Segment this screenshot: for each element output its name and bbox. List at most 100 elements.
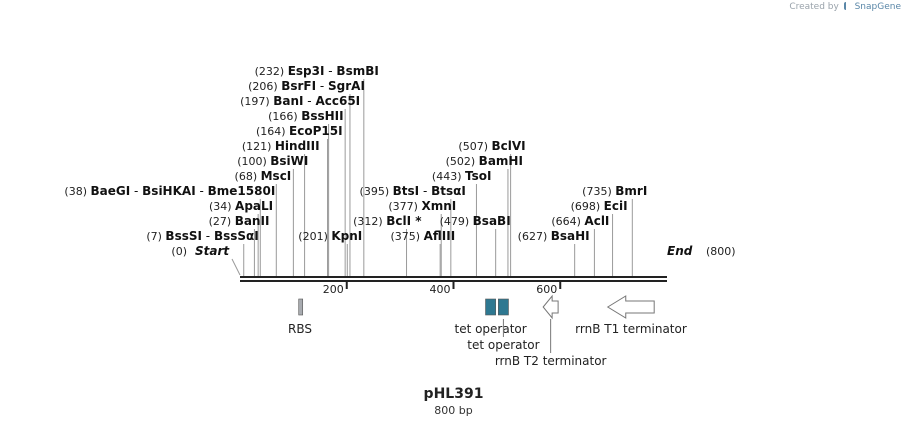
site-labels: (7) BssSI - BssSαI(27) BanII(34) ApaLI(3…	[64, 64, 647, 243]
site-enzyme-name: HindIII	[275, 139, 320, 153]
site-enzyme-name: BamHI	[479, 154, 523, 168]
site-label[interactable]: (502) BamHI	[446, 154, 523, 168]
site-label[interactable]: (375) AflIII	[391, 229, 456, 243]
site-label[interactable]: (443) TsoI	[432, 169, 492, 183]
site-label[interactable]: (7) BssSI - BssSαI	[146, 229, 258, 243]
site-enzyme-name: BaeGI	[90, 184, 130, 198]
site-enzyme-name: BsmBI	[336, 64, 378, 78]
plasmid-length: 800 bp	[434, 404, 473, 417]
start-connector	[231, 258, 241, 276]
site-enzyme-name: BsiHKAI	[142, 184, 196, 198]
feature-arrow[interactable]	[606, 295, 655, 319]
site-enzyme-name: BsaHI	[551, 229, 590, 243]
site-position: (664)	[551, 215, 584, 228]
site-enzyme-name: Esp3I	[288, 64, 325, 78]
site-position: (507)	[458, 140, 491, 153]
feature-box[interactable]	[498, 298, 509, 316]
site-separator: -	[196, 184, 208, 198]
site-position: (443)	[432, 170, 465, 183]
site-label[interactable]: (698) EciI	[571, 199, 628, 213]
site-label[interactable]: (664) AclI	[551, 214, 609, 228]
site-label[interactable]: (232) Esp3I - BsmBI	[255, 64, 379, 78]
end-position: (800)	[706, 245, 736, 258]
site-label[interactable]: (121) HindIII	[242, 139, 320, 153]
site-enzyme-name: BanI	[273, 94, 303, 108]
site-position: (312)	[353, 215, 386, 228]
site-enzyme-name: MscI	[261, 169, 292, 183]
feature-label: tet operator	[467, 338, 539, 352]
site-label[interactable]: (479) BsaBI	[440, 214, 511, 228]
site-label[interactable]: (377) XmnI	[388, 199, 456, 213]
ends: (0) Start End (800)	[171, 244, 736, 276]
site-label[interactable]: (735) BmrI	[582, 184, 647, 198]
site-enzyme-name: BsiWI	[270, 154, 308, 168]
feature-box[interactable]	[485, 298, 496, 316]
snapgene-credit[interactable]: Created by SnapGene	[789, 2, 901, 12]
site-position: (395)	[360, 185, 393, 198]
site-enzyme-name: BsrFI	[281, 79, 316, 93]
site-enzyme-name: BtsI	[393, 184, 420, 198]
site-label[interactable]: (68) MscI	[235, 169, 292, 183]
site-position: (166)	[268, 110, 301, 123]
plasmid-name: pHL391	[423, 386, 484, 402]
site-enzyme-name: EcoP15I	[289, 124, 343, 138]
end-label: End	[667, 244, 693, 258]
site-label[interactable]: (312) BclI *	[353, 214, 422, 228]
site-enzyme-name: Acc65I	[315, 94, 360, 108]
site-label[interactable]: (395) BtsI - BtsαI	[360, 184, 466, 198]
site-enzyme-name: BclVI	[491, 139, 525, 153]
site-separator: -	[324, 64, 336, 78]
site-position: (121)	[242, 140, 275, 153]
snapgene-logo-icon	[843, 2, 852, 10]
site-enzyme-name: BssHII	[301, 109, 343, 123]
site-position: (377)	[388, 200, 421, 213]
site-enzyme-name: Bme1580I	[208, 184, 276, 198]
site-position: (206)	[248, 80, 281, 93]
site-separator: -	[202, 229, 214, 243]
site-enzyme-name: BtsαI	[431, 184, 466, 198]
site-position: (627)	[518, 230, 551, 243]
site-enzyme-name: BclI	[386, 214, 411, 228]
feature-label: RBS	[288, 322, 312, 336]
start-label: Start	[195, 244, 230, 258]
site-separator: -	[316, 79, 328, 93]
site-position: (197)	[240, 95, 273, 108]
site-position: (375)	[391, 230, 424, 243]
backbone	[240, 276, 667, 282]
site-label[interactable]: (627) BsaHI	[518, 229, 590, 243]
backbone-top-strand	[240, 276, 667, 278]
site-label[interactable]: (166) BssHII	[268, 109, 343, 123]
site-label[interactable]: (100) BsiWI	[237, 154, 308, 168]
site-label[interactable]: (507) BclVI	[458, 139, 525, 153]
backbone-bottom-strand	[240, 280, 667, 282]
site-position: (7)	[146, 230, 165, 243]
site-label[interactable]: (197) BanI - Acc65I	[240, 94, 360, 108]
credit-prefix: Created by	[789, 2, 839, 12]
site-position: (735)	[582, 185, 615, 198]
site-label[interactable]: (34) ApaLI	[209, 199, 273, 213]
site-enzyme-name: BmrI	[615, 184, 647, 198]
site-enzyme-name: XmnI	[421, 199, 456, 213]
feature-arrow[interactable]	[542, 294, 559, 320]
site-enzyme-name: BsaBI	[473, 214, 511, 228]
site-position: (34)	[209, 200, 235, 213]
site-label[interactable]: (206) BsrFI - SgrAI	[248, 79, 365, 93]
start-position: (0)	[171, 245, 187, 258]
site-enzyme-name: BanII	[235, 214, 270, 228]
feature-box[interactable]	[298, 298, 304, 316]
site-position: (164)	[256, 125, 289, 138]
site-enzyme-name: TsoI	[465, 169, 491, 183]
site-label[interactable]: (201) KpnI	[298, 229, 362, 243]
site-label[interactable]: (164) EcoP15I	[256, 124, 343, 138]
site-position: (38)	[64, 185, 90, 198]
site-position: (68)	[235, 170, 261, 183]
ruler-tick-label: 600	[536, 283, 557, 296]
site-separator: -	[130, 184, 142, 198]
site-position: (100)	[237, 155, 270, 168]
site-label[interactable]: (38) BaeGI - BsiHKAI - Bme1580I	[64, 184, 275, 198]
site-position: (502)	[446, 155, 479, 168]
site-label[interactable]: (27) BanII	[209, 214, 270, 228]
feature-label: tet operator	[454, 322, 526, 336]
site-star-marker: *	[411, 214, 422, 228]
